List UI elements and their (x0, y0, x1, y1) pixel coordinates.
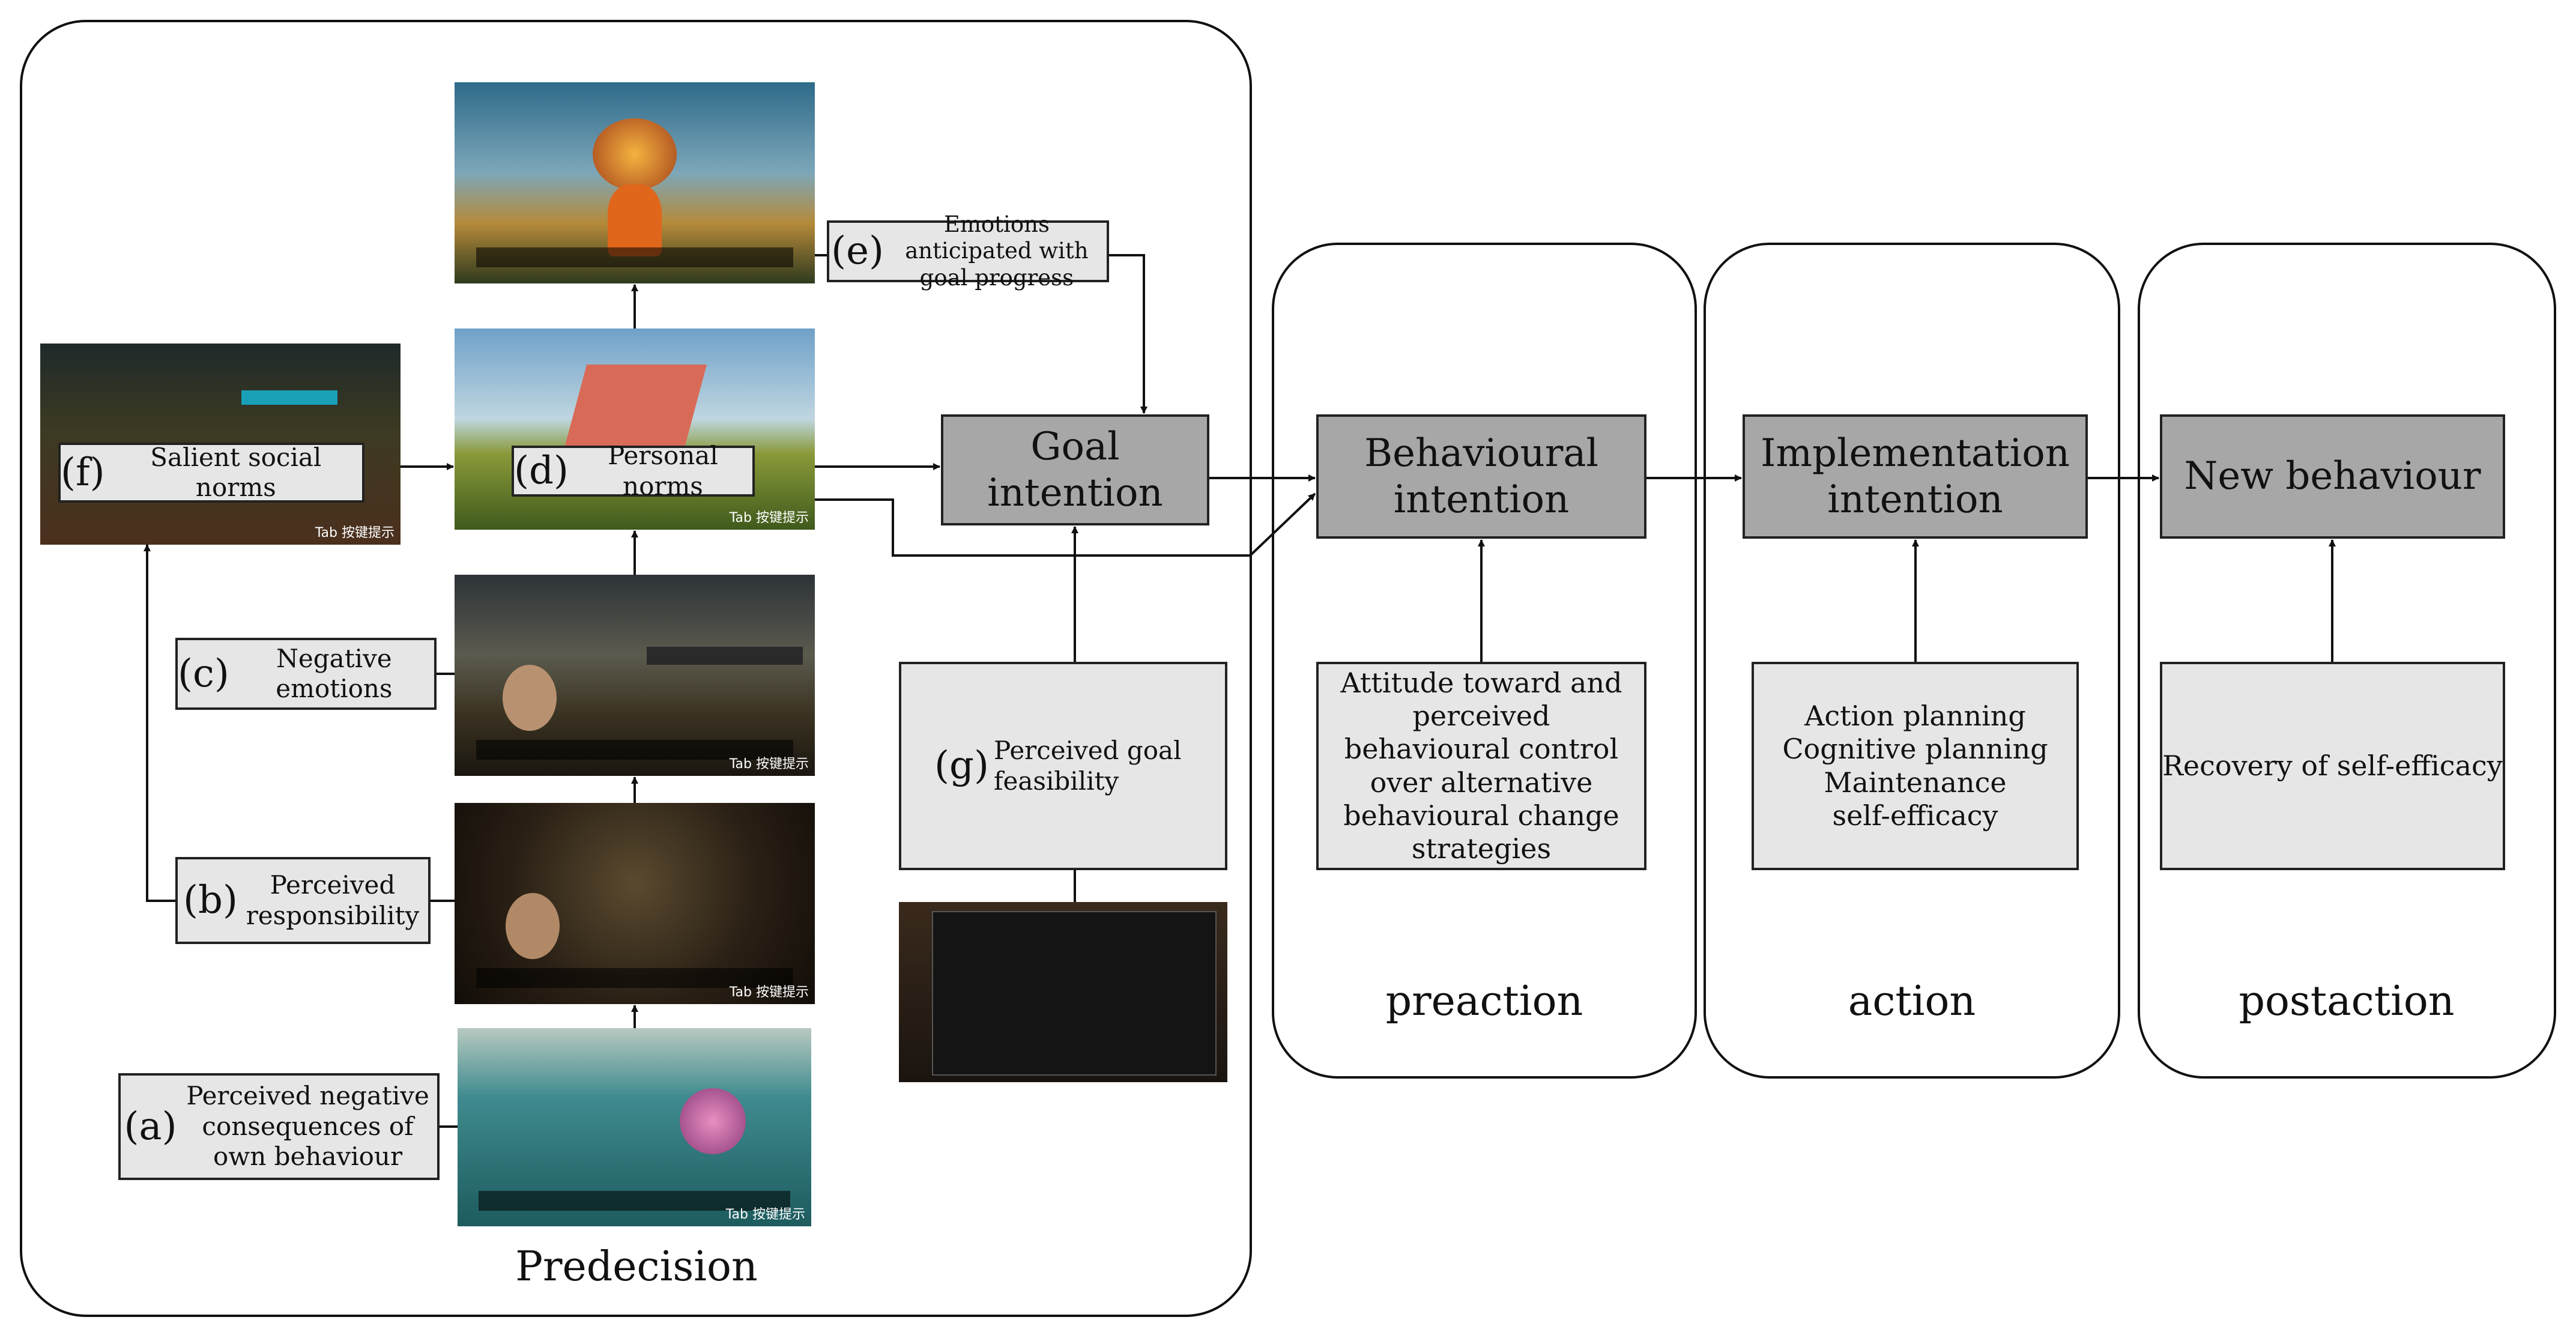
butterfly-figure (680, 1088, 746, 1154)
screenshot-feasibility-scene (899, 902, 1227, 1082)
screenshot-table-scene: Tab 按键提示 (455, 575, 815, 776)
maintenance-text: Maintenance (1824, 766, 2007, 799)
factor-b-box: (b) Perceived responsibility (175, 857, 431, 944)
preaction-panel (1272, 243, 1697, 1079)
factor-a-box: (a) Perceived negative consequences of o… (118, 1073, 440, 1180)
preaction-label: preaction (1385, 978, 1583, 1025)
action-label: action (1848, 978, 1976, 1025)
factor-d-box: (d) Personal norms (512, 441, 755, 501)
character-face (503, 665, 557, 731)
arrow-e-goal (1109, 254, 1147, 414)
factor-e-box: (e) Emotions anticipated with goal progr… (827, 211, 1109, 291)
arrow-b-to-f (144, 544, 175, 902)
screenshot-butterfly-scene (455, 82, 815, 283)
attitude-box: Attitude toward and perceived behavioura… (1316, 662, 1646, 870)
butterfly-body (608, 184, 662, 256)
action-panel (1704, 243, 2120, 1079)
image-gallery-panel (932, 911, 1217, 1076)
planning-box: Action planning Cognitive planning Maint… (1752, 662, 2079, 870)
new-behaviour-box: New behaviour (2160, 414, 2505, 539)
screenshot-lake-scene: Tab 按键提示 (458, 1028, 811, 1226)
recovery-box: Recovery of self-efficacy (2160, 662, 2505, 870)
self-efficacy-text: self-efficacy (1832, 799, 1998, 832)
predecision-label: Predecision (515, 1243, 758, 1291)
arrow-d-behavioural (815, 492, 1316, 557)
postaction-panel (2138, 243, 2556, 1079)
factor-g-box: (g) Perceived goal feasibility (899, 662, 1227, 870)
goal-intention-box: Goal intention (941, 414, 1209, 525)
behavioural-intention-box: Behavioural intention (1316, 414, 1646, 539)
factor-c-box: (c) Negative emotions (175, 638, 437, 710)
cognitive-planning-text: Cognitive planning (1782, 733, 2048, 766)
character-face (506, 893, 560, 959)
butterfly-figure (593, 118, 677, 190)
postaction-label: postaction (2239, 978, 2455, 1025)
action-planning-text: Action planning (1804, 700, 2026, 733)
table-figure (647, 647, 803, 665)
factor-f-box: (f) Salient social norms (58, 443, 364, 503)
implementation-intention-box: Implementation intention (1743, 414, 2088, 539)
screenshot-dark-room-scene: Tab 按键提示 (455, 803, 815, 1004)
dialog-option (241, 390, 337, 405)
